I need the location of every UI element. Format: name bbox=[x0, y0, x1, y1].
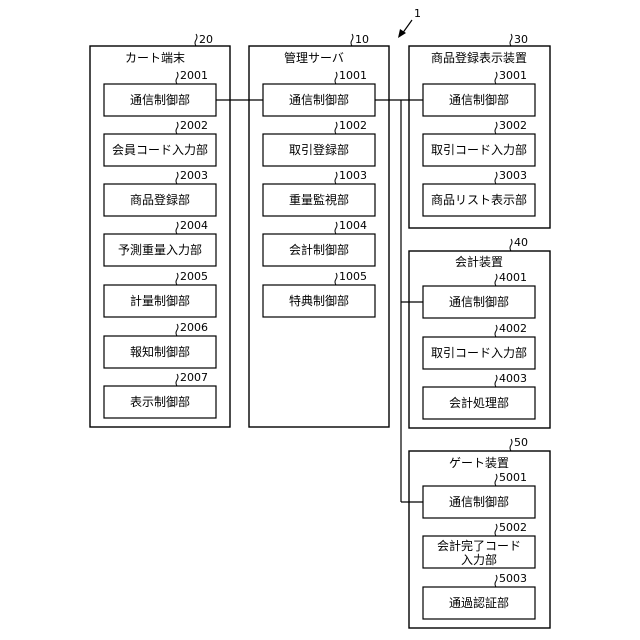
cart-comp-2004-ref: 2004 bbox=[180, 219, 208, 232]
gate-comp-5003-ref: 5003 bbox=[499, 572, 527, 585]
product-registration-display-title: 商品登録表示装置 bbox=[431, 50, 527, 65]
product-registration-display-ref-leader bbox=[510, 34, 512, 46]
gate-device-title: ゲート装置 bbox=[449, 456, 509, 470]
server-comp-1005-label: 特典制御部 bbox=[289, 293, 349, 308]
cart-comp-2003-label: 商品登録部 bbox=[130, 192, 190, 207]
cart-comp-2002-ref: 2002 bbox=[180, 119, 208, 132]
gate-device-block: ゲート装置 50 5001 通信制御部 5002 会計完了コード 入力部 500… bbox=[409, 436, 550, 628]
display-comp-3001-ref: 3001 bbox=[499, 69, 527, 82]
management-server-title: 管理サーバ bbox=[284, 50, 344, 65]
management-server-ref: 10 bbox=[355, 33, 369, 46]
management-server-block: 管理サーバ 10 1001 通信制御部 1002 取引登録部 1003 重量監視… bbox=[249, 33, 389, 427]
checkout-comp-4001-ref: 4001 bbox=[499, 271, 527, 284]
cart-comp-2005-label: 計量制御部 bbox=[130, 293, 190, 308]
checkout-comp-4001-label: 通信制御部 bbox=[449, 294, 509, 309]
management-server-ref-leader bbox=[351, 34, 353, 46]
cart-comp-2004-label: 予測重量入力部 bbox=[118, 242, 202, 257]
server-comp-1003-label: 重量監視部 bbox=[289, 192, 349, 207]
checkout-device-ref: 40 bbox=[514, 236, 528, 249]
cart-comp-2007-label: 表示制御部 bbox=[130, 394, 190, 409]
gate-comp-5001-label: 通信制御部 bbox=[449, 494, 509, 509]
display-comp-3002-ref: 3002 bbox=[499, 119, 527, 132]
cart-comp-2001-ref: 2001 bbox=[180, 69, 208, 82]
checkout-comp-4002-ref: 4002 bbox=[499, 322, 527, 335]
system-reference: 1 bbox=[398, 7, 421, 38]
server-comp-1005-ref: 1005 bbox=[339, 270, 367, 283]
gate-comp-5001-ref: 5001 bbox=[499, 471, 527, 484]
cart-terminal-ref: 20 bbox=[199, 33, 213, 46]
cart-comp-2007-ref: 2007 bbox=[180, 371, 208, 384]
product-registration-display-ref: 30 bbox=[514, 33, 528, 46]
display-comp-3003-label: 商品リスト表示部 bbox=[431, 192, 527, 207]
checkout-comp-4003-label: 会計処理部 bbox=[449, 395, 509, 410]
cart-comp-2002-label: 会員コード入力部 bbox=[112, 142, 208, 157]
checkout-comp-4002-label: 取引コード入力部 bbox=[431, 345, 527, 360]
checkout-comp-4003-ref: 4003 bbox=[499, 372, 527, 385]
server-comp-1003-ref: 1003 bbox=[339, 169, 367, 182]
checkout-device-title: 会計装置 bbox=[455, 254, 503, 269]
gate-comp-5003-label: 通過認証部 bbox=[449, 595, 509, 610]
cart-terminal-ref-leader bbox=[195, 34, 197, 46]
gate-comp-5002-label-line2: 入力部 bbox=[461, 552, 497, 567]
server-comp-1004-label: 会計制御部 bbox=[289, 242, 349, 257]
cart-comp-2001-label: 通信制御部 bbox=[130, 92, 190, 107]
display-comp-3003-ref: 3003 bbox=[499, 169, 527, 182]
cart-comp-2006-ref: 2006 bbox=[180, 321, 208, 334]
gate-device-ref: 50 bbox=[514, 436, 528, 449]
gate-device-ref-leader bbox=[510, 439, 512, 451]
gate-comp-5002-ref: 5002 bbox=[499, 521, 527, 534]
gate-comp-5002-label-line1: 会計完了コード bbox=[437, 538, 521, 553]
cart-terminal-block: カート端末 20 2001 通信制御部 2002 会員コード入力部 2003 商… bbox=[90, 33, 230, 427]
server-comp-1002-label: 取引登録部 bbox=[289, 142, 349, 157]
checkout-device-block: 会計装置 40 4001 通信制御部 4002 取引コード入力部 4003 会計… bbox=[409, 236, 550, 428]
server-comp-1002-ref: 1002 bbox=[339, 119, 367, 132]
server-comp-1001-label: 通信制御部 bbox=[289, 92, 349, 107]
checkout-device-ref-leader bbox=[510, 239, 512, 251]
system-ref-number: 1 bbox=[414, 7, 421, 20]
display-comp-3001-label: 通信制御部 bbox=[449, 92, 509, 107]
cart-comp-2005-ref: 2005 bbox=[180, 270, 208, 283]
server-comp-1001-ref: 1001 bbox=[339, 69, 367, 82]
product-registration-display-block: 商品登録表示装置 30 3001 通信制御部 3002 取引コード入力部 300… bbox=[409, 33, 550, 228]
server-comp-1004-ref: 1004 bbox=[339, 219, 367, 232]
cart-terminal-title: カート端末 bbox=[125, 51, 185, 65]
cart-comp-2003-ref: 2003 bbox=[180, 169, 208, 182]
display-comp-3002-label: 取引コード入力部 bbox=[431, 142, 527, 157]
cart-comp-2006-label: 報知制御部 bbox=[130, 344, 190, 359]
